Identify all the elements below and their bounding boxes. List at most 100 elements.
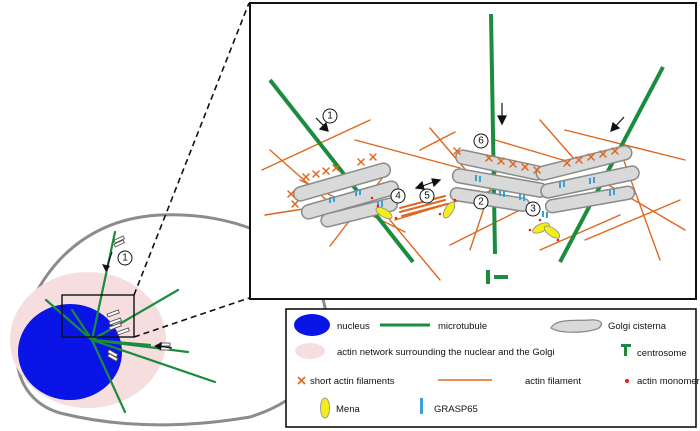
arrow-center-head xyxy=(497,115,507,126)
step-circle-4 xyxy=(390,188,406,204)
arrow-right-head xyxy=(610,121,621,132)
short-actin-icon xyxy=(297,376,306,385)
grasp65 xyxy=(542,211,548,218)
legend-label-actin-network: actin network surrounding the nuclear an… xyxy=(337,347,555,358)
legend-label-actin-monomer: actin monomer xyxy=(637,376,700,387)
actin-filament xyxy=(354,139,461,169)
grasp65 xyxy=(329,196,335,203)
vesicle xyxy=(116,327,130,336)
short-actin-filaments xyxy=(287,147,619,208)
mena-proteins xyxy=(375,201,561,239)
actin-monomer xyxy=(528,228,532,232)
legend: nucleus microtubule Golgi cisterna actin… xyxy=(285,308,700,428)
short-actin-cross xyxy=(575,156,583,164)
short-actin-cross xyxy=(302,173,310,181)
step-circle-5 xyxy=(419,188,435,204)
grasp65 xyxy=(499,190,505,197)
vesicle xyxy=(107,349,119,358)
step-number-6: 6 xyxy=(478,136,484,147)
step-circle-2 xyxy=(473,194,489,210)
mena xyxy=(442,201,456,219)
cell-microtubule xyxy=(90,230,117,342)
actin-network-icon xyxy=(295,343,325,359)
actin-monomer xyxy=(370,196,374,200)
actin-filament xyxy=(539,119,576,161)
mena xyxy=(532,222,550,234)
golgi-cisterna xyxy=(300,180,400,220)
step-number-1: 1 xyxy=(327,111,333,122)
actin-filament xyxy=(261,119,371,171)
short-actin-cross xyxy=(533,166,541,174)
centriole-horizontal xyxy=(494,275,508,279)
actin-monomer xyxy=(376,204,380,208)
short-actin-cross xyxy=(322,167,330,175)
actin-filament xyxy=(419,131,456,151)
cell-microtubules xyxy=(44,230,217,414)
panel-arrows xyxy=(315,103,625,190)
short-actin-cross xyxy=(291,200,299,208)
grasp65-icon xyxy=(420,398,423,414)
zoom-region-box xyxy=(61,294,135,338)
centrosome-icon xyxy=(621,344,631,356)
golgi-cisterna xyxy=(292,162,392,202)
actin-filament xyxy=(449,209,521,246)
grasp65 xyxy=(519,194,525,201)
short-actin-cross xyxy=(357,158,365,166)
short-actin-cross xyxy=(611,147,619,155)
legend-label-mena: Mena xyxy=(336,404,360,415)
legend-label-nucleus: nucleus xyxy=(337,321,370,332)
golgi-cisterna xyxy=(544,185,636,214)
cell-nucleus xyxy=(18,304,122,400)
nucleus-icon xyxy=(294,314,330,336)
cell-arrow-down-head xyxy=(102,264,110,272)
actin-monomer xyxy=(538,218,542,222)
step-number-5: 5 xyxy=(424,191,430,202)
step-circle-6 xyxy=(473,133,489,149)
centrosome-icon-bar xyxy=(621,344,631,347)
actin-bundle-filament xyxy=(399,199,446,213)
short-actin-cross xyxy=(521,163,529,171)
vesicle xyxy=(113,235,125,244)
microtubule xyxy=(558,66,665,263)
centrosome-icon-stem xyxy=(624,347,627,356)
vesicle xyxy=(108,322,122,331)
zoom-panel: 1 2 3 4 5 6 xyxy=(249,2,697,300)
actin-monomer-icon xyxy=(625,379,629,383)
short-actin-cross xyxy=(587,153,595,161)
cell-step-circle xyxy=(117,250,133,266)
actin-monomer xyxy=(453,198,457,202)
cell-microtubule xyxy=(90,338,127,414)
short-actin-cross xyxy=(453,147,461,155)
legend-label-centrosome: centrosome xyxy=(637,348,687,359)
grasp65 xyxy=(609,189,615,196)
legend-label-actin-filament: actin filament xyxy=(525,376,581,387)
cell-microtubule xyxy=(90,288,180,342)
step-circle-1 xyxy=(322,108,338,124)
short-actin-cross xyxy=(509,160,517,168)
grasp65 xyxy=(355,189,361,196)
step-markers: 1 2 3 4 5 6 xyxy=(322,108,541,217)
actin-monomer xyxy=(438,212,442,216)
microtubule xyxy=(489,13,497,255)
arrow-step5-head-left xyxy=(414,180,425,190)
grasp65-markers xyxy=(329,175,615,218)
legend-label-golgi-cisterna: Golgi cisterna xyxy=(608,321,667,332)
cell-microtubule xyxy=(44,298,94,342)
golgi-cisterna-icon xyxy=(550,319,603,333)
short-actin-cross xyxy=(332,164,340,172)
vesicle xyxy=(108,317,122,326)
short-actin-cross xyxy=(485,154,493,162)
short-actin-cross xyxy=(287,190,295,198)
actin-monomer xyxy=(556,238,560,242)
centriole-vertical xyxy=(486,270,490,284)
actin-filament xyxy=(539,214,621,251)
cell-microtubule xyxy=(70,308,94,342)
legend-frame xyxy=(285,308,697,428)
legend-label-microtubule: microtubule xyxy=(438,321,487,332)
short-actin-cross xyxy=(563,159,571,167)
mena-icon xyxy=(320,397,330,419)
legend-label-short-actin: short actin filaments xyxy=(310,376,395,387)
actin-bundle-filament xyxy=(401,203,448,217)
vesicle xyxy=(106,309,120,318)
